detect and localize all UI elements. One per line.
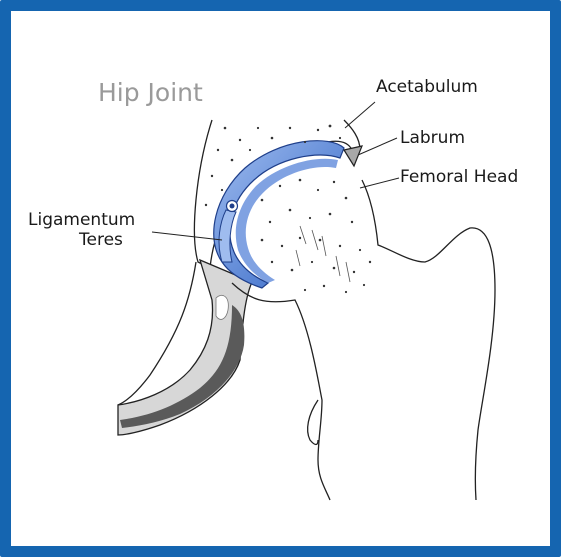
label-teres: Teres	[78, 230, 123, 250]
femur-lesser-trochanter	[308, 400, 318, 445]
label-acetabulum: Acetabulum	[376, 77, 478, 97]
femoral-head-texture	[261, 179, 371, 293]
labrum-leader	[358, 138, 397, 155]
labrum-wedge	[344, 146, 362, 166]
label-femoral-head: Femoral Head	[400, 167, 518, 187]
trabecular-lines	[296, 226, 350, 282]
fovea-dot-center	[230, 204, 235, 209]
acetabulum-leader	[345, 102, 375, 128]
femoral-head-leader	[360, 178, 399, 188]
ligamentum-leader	[152, 232, 222, 240]
label-ligamentum: Ligamentum	[28, 210, 135, 230]
diagram-title: Hip Joint	[98, 78, 203, 107]
ischium-highlight	[216, 295, 228, 319]
femur-outline	[232, 283, 330, 500]
label-labrum: Labrum	[400, 128, 465, 148]
femur-neck-top	[362, 180, 495, 500]
